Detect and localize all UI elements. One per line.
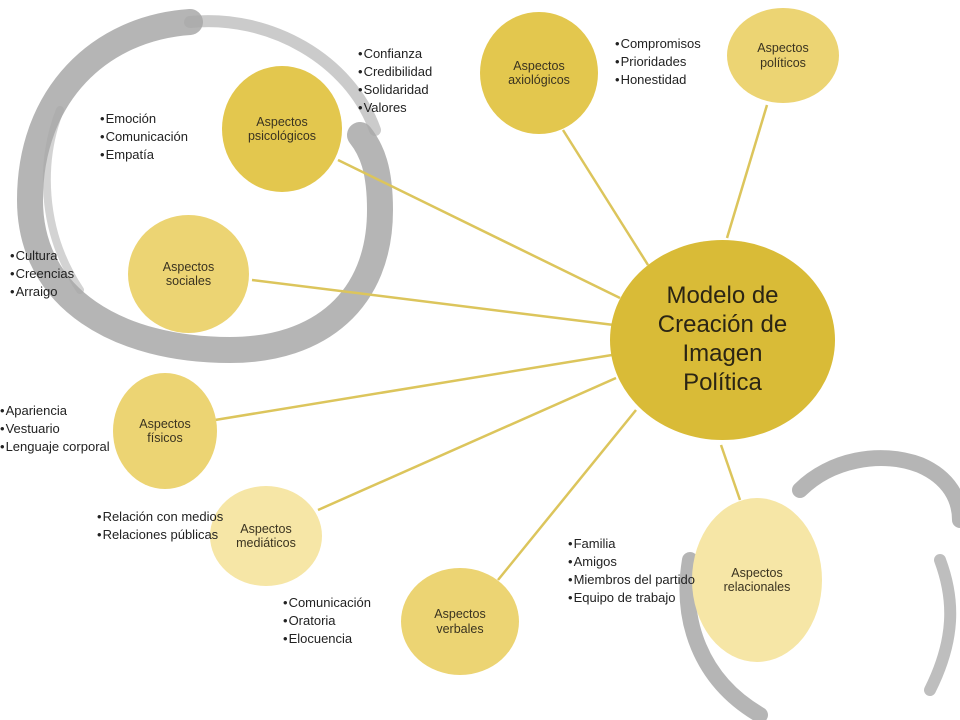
connector-fisicos [214,353,613,422]
connector-lines [214,104,769,581]
connector-mediaticos [317,376,617,512]
list-item: Relación con medios [97,508,224,526]
list-mediaticos-items: Relación con medios Relaciones públicas [97,508,224,544]
connector-relacionales [719,444,742,501]
node-aspectos-mediaticos: Aspectos mediáticos [210,486,322,586]
list-item: Honestidad [615,71,701,89]
list-item: Compromisos [615,35,701,53]
list-item: Familia [568,535,695,553]
node-label-fisicos: Aspectos físicos [139,416,191,445]
central-node: Modelo de Creación de Imagen Política [610,240,835,440]
node-aspectos-politicos: Aspectos políticos [727,8,839,103]
node-aspectos-axiologicos: Aspectos axiológicos [480,12,598,134]
node-aspectos-sociales: Aspectos sociales [128,215,249,333]
node-label-politicos: Aspectos políticos [757,41,809,70]
connector-verbales [497,409,637,581]
list-axiologicos-items: Confianza Credibilidad Solidaridad Valor… [358,45,433,117]
node-label-sociales: Aspectos sociales [162,259,215,288]
list-item: Prioridades [615,53,701,71]
list-item: Oratoria [283,612,371,630]
node-label-mediaticos: Aspectos mediáticos [236,521,296,550]
node-aspectos-psicologicos: Aspectos psicológicos [222,66,342,192]
list-item: Confianza [358,45,432,63]
connector-axiologicos [561,129,650,266]
list-item: Elocuencia [283,630,371,648]
list-psicologicos-items: Emoción Comunicación Empatía [100,110,188,164]
node-label-axiologicos: Aspectos axiológicos [508,58,570,87]
list-item: Miembros del partido [568,571,695,589]
connector-psicologicos [337,158,621,300]
list-item: Credibilidad [358,63,433,81]
node-label-verbales: Aspectos verbales [434,607,486,636]
node-aspectos-relacionales: Aspectos relacionales [692,498,822,662]
list-item: Cultura [10,247,74,265]
connector-politicos [725,104,769,239]
list-politicos-items: Compromisos Prioridades Honestidad [615,35,701,89]
list-verbales-items: Comunicación Oratoria Elocuencia [283,594,371,648]
list-item: Vestuario [0,420,110,438]
list-item: Comunicación [283,594,371,612]
list-item: Arraigo [10,283,74,301]
list-sociales-items: Cultura Creencias Arraigo [10,247,75,301]
node-aspectos-fisicos: Aspectos físicos [113,373,217,489]
list-item: Relaciones públicas [97,526,223,544]
node-label-relacionales: Aspectos relacionales [723,565,791,594]
node-aspectos-verbales: Aspectos verbales [401,568,519,675]
connector-sociales [251,278,615,327]
node-label-psicologicos: Aspectos psicológicos [247,114,317,143]
list-item: Equipo de trabajo [568,589,695,607]
list-item: Creencias [10,265,75,283]
list-item: Comunicación [100,128,188,146]
list-fisicos-items: Apariencia Vestuario Lenguaje corporal [0,402,110,456]
list-item: Apariencia [0,402,110,420]
list-item: Emoción [100,110,188,128]
list-item: Amigos [568,553,695,571]
list-item: Lenguaje corporal [0,438,110,456]
list-item: Valores [358,99,432,117]
list-relacionales-items: Familia Amigos Miembros del partido Equi… [568,535,695,607]
list-item: Solidaridad [358,81,432,99]
central-node-label: Modelo de Creación de Imagen Política [657,282,788,396]
list-item: Empatía [100,146,188,164]
